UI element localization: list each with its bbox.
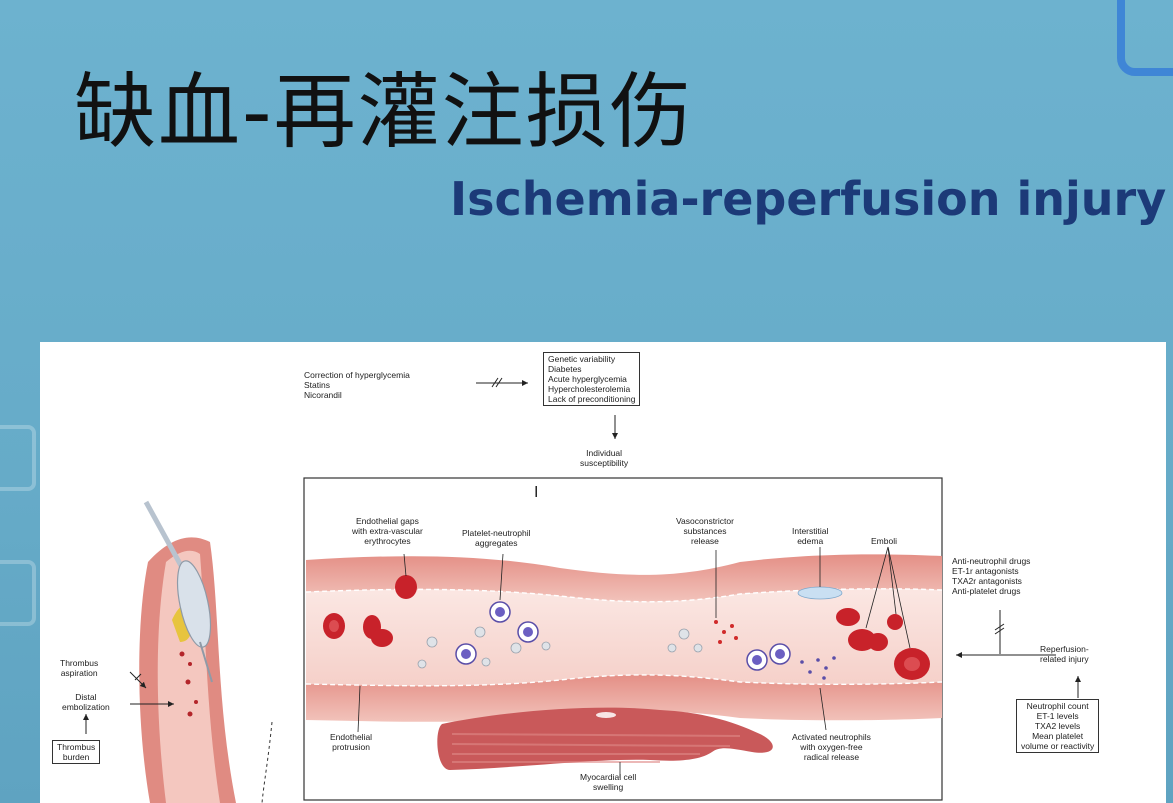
label-endothelial-gaps: Endothelial gaps with extra-vascular ery… [352,516,423,546]
balloon-catheter [176,560,212,648]
label-reperfusion-injury: Reperfusion- related injury [1040,644,1089,664]
vessel-wall-top [306,554,942,602]
diagram-graphics [83,377,1081,803]
red-blood-cells [323,575,930,680]
label-myocardial-swelling: Myocardial cell swelling [580,772,637,792]
vessel-lumen [306,588,942,686]
thrombus-burden-box: Thrombus burden [52,740,101,764]
diagram-panel: Correction of hyperglycemia Statins Nico… [40,342,1166,803]
vessel-wall-bottom [306,674,942,722]
label-interstitial-edema: Interstitial edema [792,526,829,546]
label-distal-embolization: Distal embolization [62,692,110,712]
platelets [417,626,703,669]
label-individual-susceptibility: Individual susceptibility [580,448,629,468]
side-decoration [0,560,36,626]
label-thrombus-aspiration: Thrombus aspiration [60,658,99,678]
risk-factors-box: Genetic variability Diabetes Acute hyper… [543,352,641,406]
corner-decoration [1117,0,1173,76]
biomarkers-box: Neutrophil count ET-1 levels TXA2 levels… [1016,699,1100,753]
label-activated-neutrophils: Activated neutrophils with oxygen-free r… [792,732,871,762]
label-vasoconstrictor: Vasoconstrictor substances release [676,516,734,546]
neutrophils [455,601,791,671]
title-english: Ischemia-reperfusion injury [450,172,1167,226]
edema [797,586,843,600]
text-cursor: I [534,484,539,501]
label-anti-drugs: Anti-neutrophil drugs ET-1r antagonists … [952,556,1031,596]
side-decoration [0,425,36,491]
label-platelet-neutrophil: Platelet-neutrophil aggregates [462,528,531,548]
title-chinese: 缺血-再灌注损伤 [74,65,694,160]
label-endothelial-protrusion: Endothelial protrusion [330,732,373,752]
label-treatments-top: Correction of hyperglycemia Statins Nico… [304,370,410,400]
label-emboli: Emboli [871,536,897,546]
